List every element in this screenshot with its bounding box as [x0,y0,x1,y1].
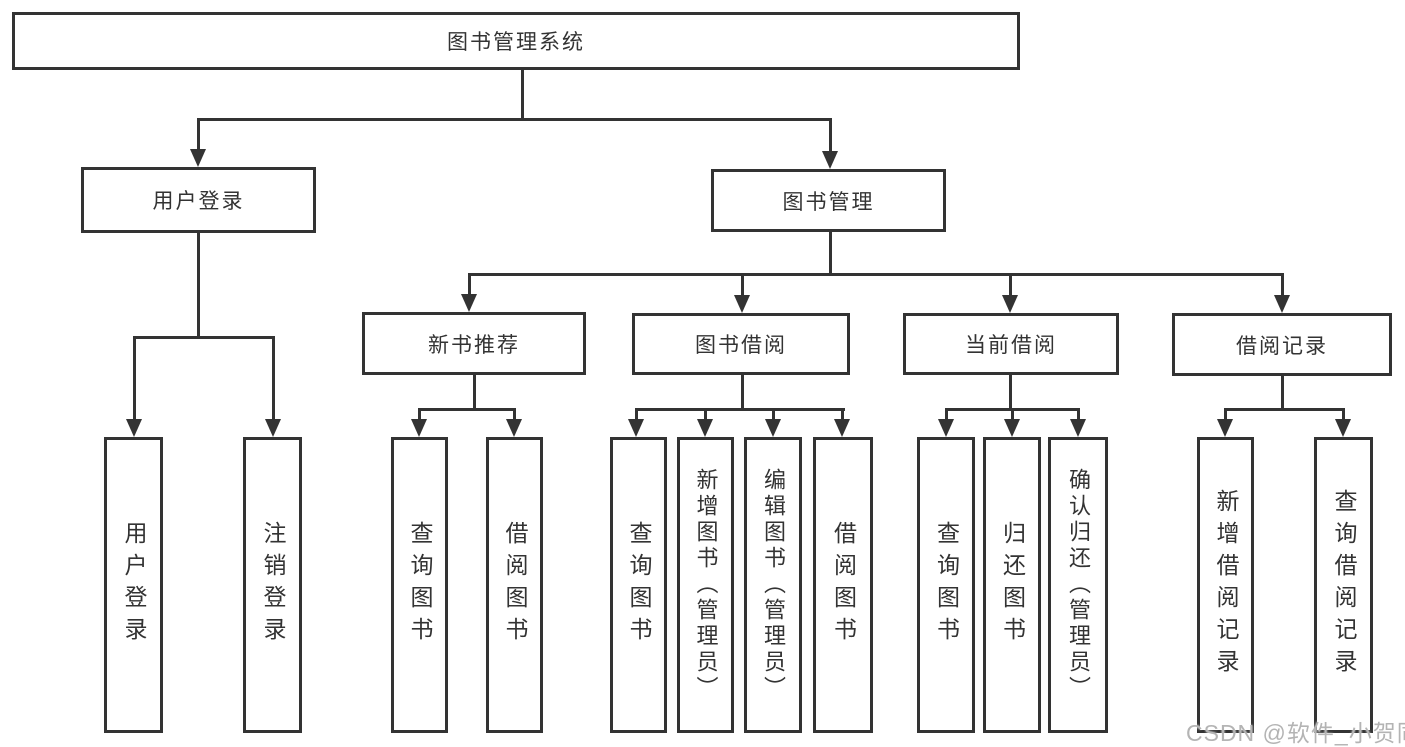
arrowhead-icon [822,151,838,169]
connector [133,336,136,423]
connector [272,336,275,423]
arrowhead-icon [628,419,644,437]
node-borrow-records: 借阅记录 [1172,313,1392,376]
connector [133,336,275,339]
arrowhead-icon [411,419,427,437]
connector [197,118,200,153]
leaf-current-confirm-return-admin: 确认归还（管理员） [1048,437,1108,733]
connector [1281,273,1284,299]
connector [197,118,832,121]
connector [741,273,744,299]
connector [1224,408,1345,411]
arrowhead-icon [1002,295,1018,313]
connector [1342,408,1345,423]
arrowhead-icon [265,419,281,437]
connector [468,273,1284,276]
connector [468,273,471,298]
connector [1281,376,1284,411]
arrowhead-icon [1335,419,1351,437]
leaf-current-return-books: 归还图书 [983,437,1041,733]
leaf-current-query-books: 查询图书 [917,437,975,733]
leaf-logout: 注销登录 [243,437,302,733]
leaf-borrowing-add-books-admin: 新增图书（管理员） [677,437,734,733]
arrowhead-icon [126,419,142,437]
connector [513,408,516,423]
connector [418,408,421,423]
csdn-watermark: CSDN @软件_小贺同学 [1186,720,1405,746]
connector [772,408,775,423]
node-user-login-group: 用户登录 [81,167,316,233]
connector [741,375,744,411]
connector [635,408,638,423]
connector [635,408,845,411]
leaf-records-add-borrow-record: 新增借阅记录 [1197,437,1254,733]
connector [1011,408,1014,423]
node-book-management: 图书管理 [711,169,946,232]
arrowhead-icon [938,419,954,437]
leaf-borrowing-edit-books-admin: 编辑图书（管理员） [744,437,802,733]
arrowhead-icon [734,295,750,313]
leaf-user-login: 用户登录 [104,437,163,733]
node-book-borrowing: 图书借阅 [632,313,850,375]
leaf-borrowing-borrow-books: 借阅图书 [813,437,873,733]
connector [841,408,844,423]
arrowhead-icon [506,419,522,437]
leaf-records-query-borrow-record: 查询借阅记录 [1314,437,1373,733]
connector [1009,375,1012,411]
node-current-borrowing: 当前借阅 [903,313,1119,375]
connector [473,375,476,411]
arrowhead-icon [1217,419,1233,437]
connector [1077,408,1080,423]
node-new-book-recommend: 新书推荐 [362,312,586,375]
connector [704,408,707,423]
arrowhead-icon [765,419,781,437]
connector [1224,408,1227,423]
leaf-recommend-query-books: 查询图书 [391,437,448,733]
node-root-library-system: 图书管理系统 [12,12,1020,70]
connector [418,408,516,411]
connector [521,70,524,120]
leaf-recommend-borrow-books: 借阅图书 [486,437,543,733]
arrowhead-icon [461,294,477,312]
arrowhead-icon [1004,419,1020,437]
arrowhead-icon [190,149,206,167]
arrowhead-icon [1070,419,1086,437]
arrowhead-icon [834,419,850,437]
connector [197,233,200,339]
connector [1009,273,1012,299]
connector [945,408,948,423]
arrowhead-icon [697,419,713,437]
arrowhead-icon [1274,295,1290,313]
leaf-borrowing-query-books: 查询图书 [610,437,667,733]
connector [829,232,832,276]
connector [829,118,832,155]
